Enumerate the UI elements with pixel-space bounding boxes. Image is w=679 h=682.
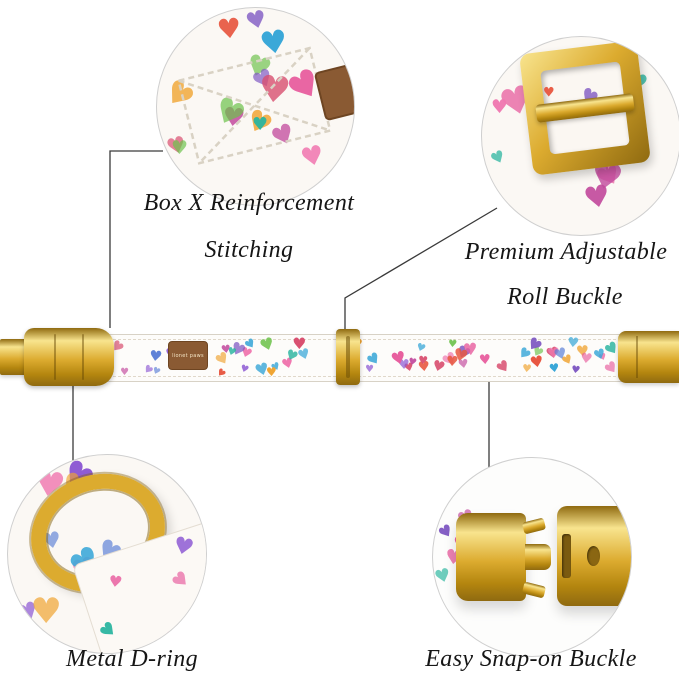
stitching-caption-line2: Stitching bbox=[204, 237, 294, 263]
snap-buckle-detail-photo: ♥♥♥♥♥♥ bbox=[432, 457, 632, 657]
tri-glide-slider bbox=[336, 329, 360, 385]
buckle-end-piece bbox=[618, 331, 679, 383]
d-ring-caption: Metal D-ring bbox=[65, 646, 199, 672]
slider-slot bbox=[346, 336, 350, 378]
d-ring-detail-photo: ♥♥♥♥♥♥♥♥♥♥♥♥♥♥♥♥ ♥♥♥♥♥ bbox=[7, 454, 207, 654]
brand-tag: lionet paws bbox=[168, 341, 208, 370]
snap-buckle-assembled bbox=[24, 328, 114, 386]
buckle-seam bbox=[54, 334, 56, 380]
roll-buckle-detail-photo: ♥♥♥♥♥♥♥♥♥♥♥♥♥♥ ♥♥♥ bbox=[481, 36, 679, 236]
box-x-stitching-graphic bbox=[177, 46, 332, 165]
buckle-male-part bbox=[456, 513, 526, 601]
buckle-seam bbox=[82, 334, 84, 380]
snap-buckle-caption: Easy Snap-on Buckle bbox=[425, 646, 637, 672]
stitching-caption-line1: Box X Reinforcement bbox=[143, 190, 355, 216]
roll-buckle-caption-line2: Roll Buckle bbox=[507, 284, 623, 310]
buckle-seam bbox=[636, 336, 638, 378]
buckle-slot bbox=[562, 534, 571, 578]
roll-buckle-caption-line1: Premium Adjustable bbox=[464, 239, 668, 265]
roll-buckle-graphic: ♥♥♥ bbox=[519, 40, 651, 176]
buckle-hole bbox=[587, 546, 600, 566]
buckle-prong bbox=[525, 544, 551, 570]
stitching-detail-photo: ♥♥♥♥♥♥♥♥♥♥♥♥♥♥♥♥ bbox=[156, 7, 355, 206]
